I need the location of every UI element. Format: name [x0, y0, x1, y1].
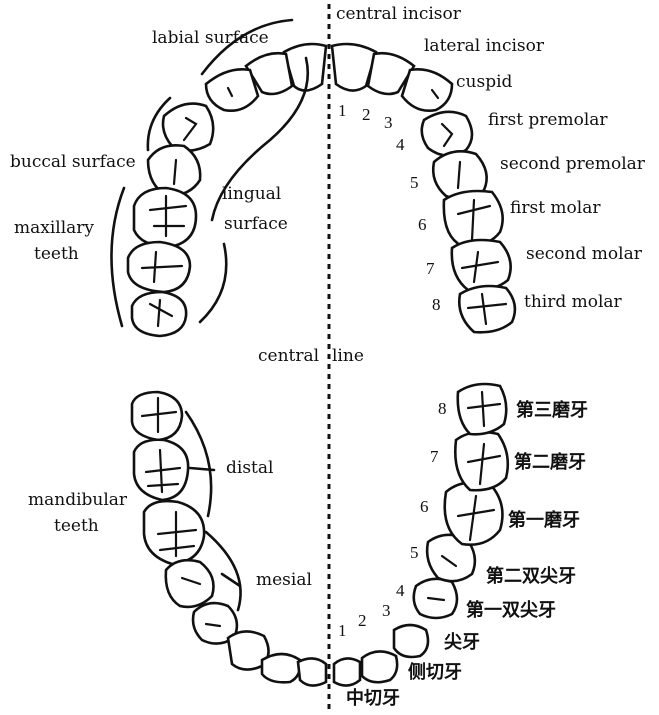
upper-number: 6	[418, 216, 427, 233]
lower-number: 8	[438, 400, 447, 417]
lingual-surface-brace-lower	[200, 244, 226, 322]
maxillary-brace	[111, 188, 124, 326]
lower-number: 6	[420, 498, 429, 515]
lower-right-cuspid	[394, 625, 428, 657]
label-third-molar: third molar	[524, 294, 622, 311]
label-zh-lateral-incisor: 侧切牙	[408, 664, 462, 682]
label-zh-first-premolar: 第一双尖牙	[466, 602, 556, 620]
label-mandibular-teeth-1: mandibular	[28, 492, 127, 509]
upper-number: 1	[338, 102, 347, 119]
lower-left-lateral-incisor	[262, 654, 300, 682]
lower-right-central-incisor	[334, 658, 360, 685]
label-maxillary-teeth-2: teeth	[34, 246, 79, 263]
upper-left-cuspid	[206, 69, 258, 110]
label-central-line-1: central	[258, 348, 319, 365]
lower-number: 7	[430, 448, 439, 465]
label-zh-third-molar: 第三磨牙	[516, 402, 588, 420]
upper-left-first-premolar	[163, 104, 213, 151]
label-mesial: mesial	[256, 572, 312, 589]
upper-right-first-premolar	[422, 112, 472, 156]
label-second-premolar: second premolar	[500, 156, 645, 173]
label-labial-surface: labial surface	[152, 30, 269, 47]
label-zh-first-molar: 第一磨牙	[508, 512, 580, 530]
label-mandibular-teeth-2: teeth	[54, 518, 99, 535]
label-first-molar: first molar	[510, 200, 600, 217]
label-lingual-surface-2: surface	[224, 216, 288, 233]
upper-number: 5	[410, 174, 419, 191]
label-maxillary-teeth-1: maxillary	[14, 220, 94, 237]
lower-left-central-incisor	[298, 658, 326, 685]
lower-left-second-premolar	[166, 560, 214, 607]
label-zh-cuspid: 尖牙	[444, 634, 480, 652]
label-central-line-2: line	[332, 348, 364, 365]
lower-number: 3	[382, 602, 391, 619]
upper-number: 3	[384, 114, 393, 131]
distal-arrow	[186, 412, 211, 516]
label-zh-central-incisor: 中切牙	[346, 690, 400, 708]
label-first-premolar: first premolar	[488, 112, 608, 129]
maxillary-arch	[111, 20, 514, 336]
label-distal: distal	[226, 460, 273, 477]
lower-number: 4	[396, 582, 405, 599]
upper-right-third-molar	[459, 286, 515, 332]
lower-number: 1	[338, 622, 347, 639]
upper-number: 8	[432, 296, 441, 313]
label-buccal-surface: buccal surface	[10, 154, 136, 171]
label-second-molar: second molar	[526, 246, 642, 263]
upper-number: 4	[396, 136, 405, 153]
upper-right-cuspid	[402, 69, 452, 110]
label-lateral-incisor: lateral incisor	[424, 38, 544, 55]
upper-number: 7	[426, 260, 435, 277]
label-central-incisor: central incisor	[336, 6, 461, 23]
label-lingual-surface-1: lingual	[222, 186, 281, 203]
lower-right-lateral-incisor	[362, 651, 397, 682]
label-zh-second-premolar: 第二双尖牙	[486, 568, 576, 586]
label-cuspid: cuspid	[456, 74, 512, 91]
lower-number: 5	[410, 544, 419, 561]
upper-number: 2	[362, 106, 371, 123]
label-zh-second-molar: 第二磨牙	[514, 454, 586, 472]
lower-number: 2	[358, 612, 367, 629]
